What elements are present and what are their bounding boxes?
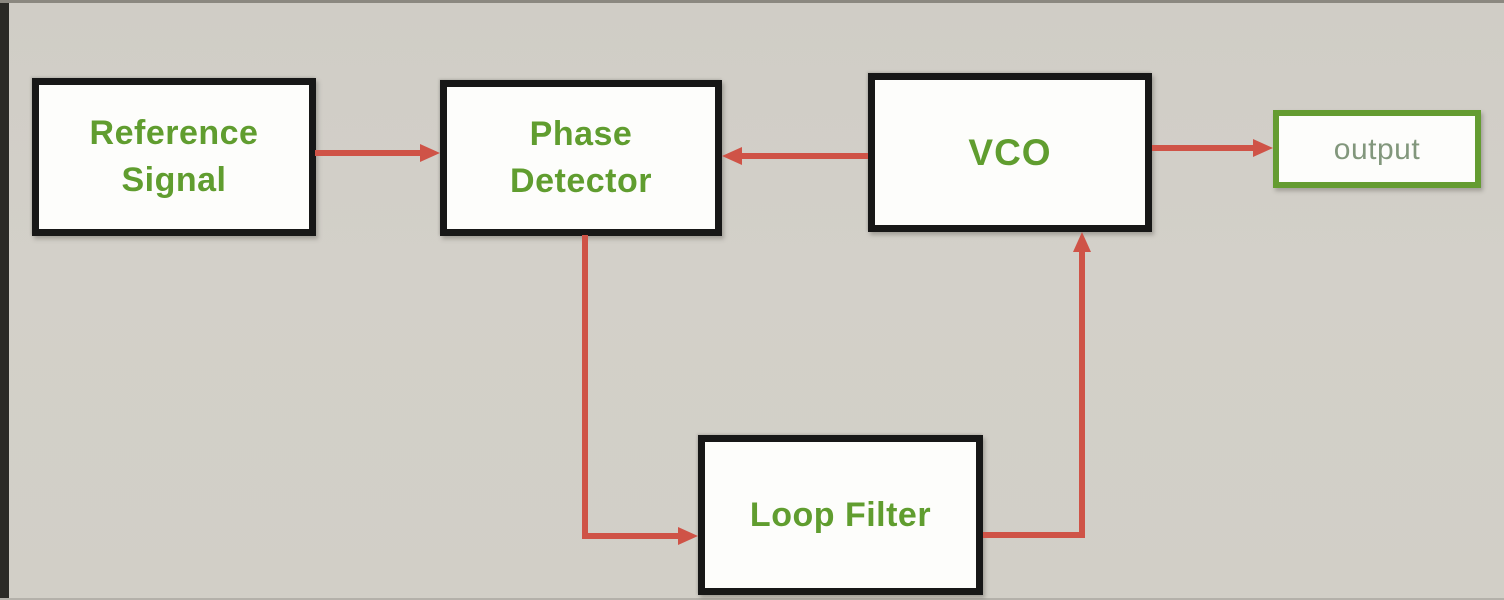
vco-box: VCO xyxy=(868,73,1152,232)
arrow-shaft-vertical xyxy=(582,235,588,539)
vco-label: VCO xyxy=(968,132,1052,173)
arrowhead-right-icon xyxy=(420,144,440,162)
arrow-shaft xyxy=(1152,145,1255,151)
arrowhead-up-icon xyxy=(1073,232,1091,252)
reference-signal-label: Reference Signal xyxy=(89,114,259,199)
arrowhead-left-icon xyxy=(722,147,742,165)
arrow-shaft xyxy=(315,150,422,156)
bottom-edge-line xyxy=(0,598,1504,600)
arrow-shaft-horizontal xyxy=(983,532,1085,538)
top-edge-line xyxy=(0,0,1504,3)
reference-signal-box: Reference Signal xyxy=(32,78,316,236)
loop-filter-label: Loop Filter xyxy=(749,495,932,534)
left-edge-bar xyxy=(0,0,9,600)
arrow-shaft-vertical xyxy=(1079,250,1085,538)
phase-detector-label: Phase Detector xyxy=(510,115,652,200)
phase-detector-box: Phase Detector xyxy=(440,80,722,236)
arrow-shaft-horizontal xyxy=(582,533,680,539)
arrowhead-right-icon xyxy=(678,527,698,545)
output-label: output xyxy=(1333,132,1421,166)
arrow-shaft xyxy=(740,153,868,159)
loop-filter-box: Loop Filter xyxy=(698,435,983,595)
arrowhead-right-icon xyxy=(1253,139,1273,157)
output-box: output xyxy=(1273,110,1481,188)
